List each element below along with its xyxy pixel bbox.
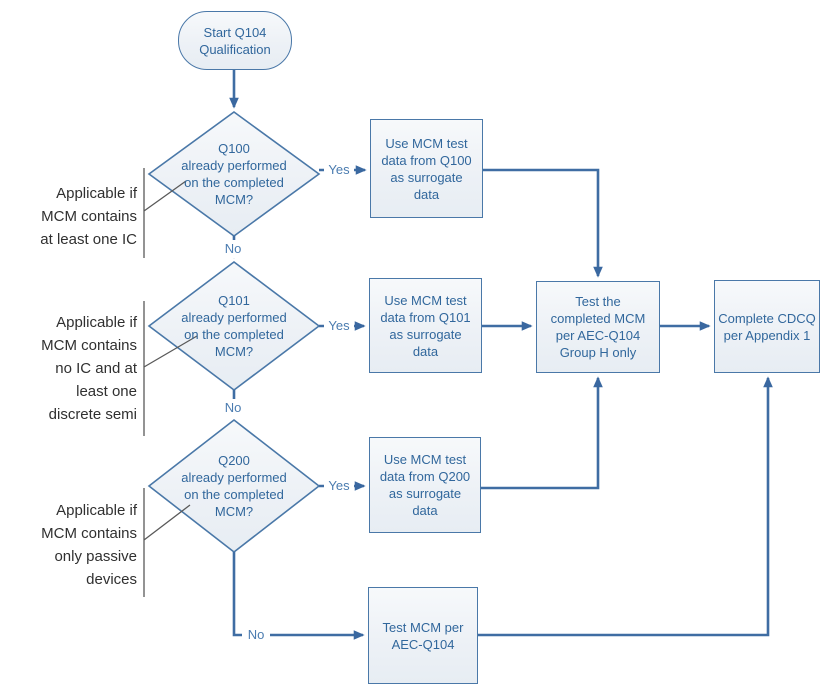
- edge-label-q101-yes: Yes: [324, 317, 354, 335]
- edge-label-q200-no: No: [242, 626, 270, 644]
- q200-surrogate-label: Use MCM test data from Q200 as surrogate…: [379, 452, 471, 518]
- annotation-at-least-one-ic: Applicable if MCM contains at least one …: [40, 185, 137, 248]
- leader-line-ic: [143, 168, 187, 258]
- test-group-h-label: Test the completed MCM per AEC-Q104 Grou…: [550, 294, 646, 360]
- edge-label-q101-no: No: [220, 399, 246, 417]
- annotation-passive-devices: Applicable if MCM contains only passive …: [41, 502, 137, 588]
- connector-q200box-to-grouph: [481, 376, 603, 490]
- start-node: Start Q104 Qualification: [178, 11, 292, 70]
- q100-surrogate-label: Use MCM test data from Q100 as surrogate…: [381, 135, 472, 202]
- annotation-discrete-semi: Applicable if MCM contains no IC and at …: [41, 314, 137, 423]
- edge-label-q100-yes: Yes: [324, 161, 354, 179]
- complete-cdcq-box: Complete CDCQ per Appendix 1: [714, 280, 820, 373]
- complete-cdcq-label: Complete CDCQ per Appendix 1: [718, 310, 816, 343]
- edge-label-q200-yes: Yes: [324, 477, 354, 495]
- edge-label-q100-no: No: [220, 240, 246, 258]
- connector-testmcm-to-cdcq: [478, 376, 773, 637]
- q101-surrogate-label: Use MCM test data from Q101 as surrogate…: [380, 292, 471, 359]
- start-node-label: Start Q104 Qualification: [199, 24, 271, 57]
- q200-surrogate-box: Use MCM test data from Q200 as surrogate…: [369, 437, 481, 533]
- q101-decision-label: Q101 already performed on the completed …: [181, 293, 287, 359]
- leader-line-discrete: [143, 301, 198, 436]
- test-mcm-label: Test MCM per AEC-Q104: [382, 619, 464, 652]
- q101-surrogate-box: Use MCM test data from Q101 as surrogate…: [369, 278, 482, 373]
- q200-decision-label: Q200 already performed on the completed …: [181, 453, 287, 519]
- test-group-h-box: Test the completed MCM per AEC-Q104 Grou…: [536, 281, 660, 373]
- connector-q200-no: [232, 552, 365, 640]
- q100-decision-label: Q100 already performed on the completed …: [181, 141, 287, 207]
- test-mcm-box: Test MCM per AEC-Q104: [368, 587, 478, 684]
- leader-line-passive: [143, 488, 191, 597]
- connector-q100box-to-grouph: [483, 168, 603, 278]
- q100-surrogate-box: Use MCM test data from Q100 as surrogate…: [370, 119, 483, 218]
